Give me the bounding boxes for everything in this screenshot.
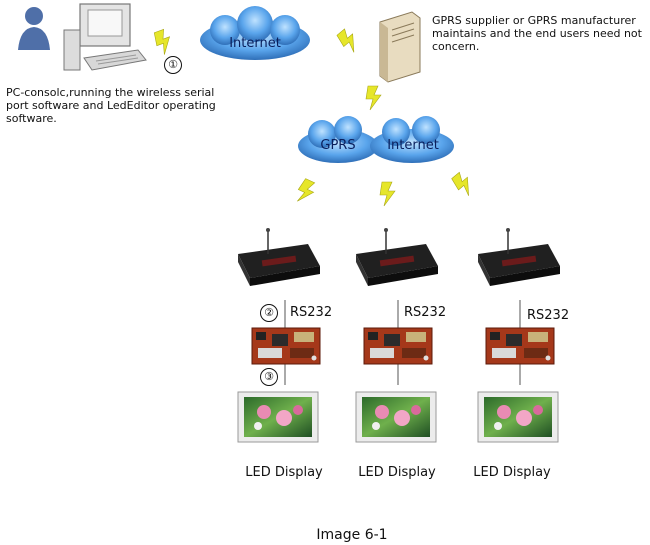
step-1-marker: ①	[164, 56, 182, 74]
led-display-icon-3	[477, 391, 559, 443]
figure-caption: Image 6-1	[316, 527, 388, 543]
step-3-marker: ③	[260, 368, 278, 386]
wireless-link-branch2	[379, 181, 396, 207]
led-display-icon-2	[355, 391, 437, 443]
led-display-icon-1	[237, 391, 319, 443]
led-display-label-2: LED Display	[358, 465, 436, 480]
wireless-link-branch1	[293, 177, 318, 207]
rs232-label-2: RS232	[404, 305, 447, 320]
step-2-marker: ②	[260, 304, 278, 322]
internet-cloud-mid-icon	[370, 116, 454, 163]
wireless-link-pc-internet	[152, 28, 175, 57]
controller-board-icon-2	[363, 327, 433, 365]
pc-description: PC-consolc,running the wireless serial p…	[6, 86, 216, 125]
wireless-link-server-gprs	[365, 85, 382, 111]
server-note: GPRS supplier or GPRS manufacturer maint…	[432, 14, 642, 53]
led-display-label-3: LED Display	[473, 465, 551, 480]
rs232-label-3: RS232	[527, 308, 570, 323]
wireless-link-internet-server	[335, 26, 363, 56]
server-icon	[379, 11, 421, 83]
wireless-link-branch3	[449, 170, 478, 199]
internet-mid-label: Internet	[387, 138, 439, 153]
rs232-label-1: RS232	[290, 305, 333, 320]
gprs-label: GPRS	[320, 138, 356, 153]
led-display-label-1: LED Display	[245, 465, 323, 480]
gprs-modem-icon-2	[355, 227, 439, 287]
gprs-cloud-icon	[298, 116, 378, 163]
controller-board-icon-1	[251, 327, 321, 365]
user-icon	[18, 7, 50, 50]
gprs-modem-icon-1	[237, 227, 321, 287]
internet-top-label: Internet	[229, 36, 281, 51]
controller-board-icon-3	[485, 327, 555, 365]
gprs-modem-icon-3	[477, 227, 561, 287]
internet-cloud-icon	[200, 6, 310, 60]
computer-icon	[63, 3, 147, 71]
